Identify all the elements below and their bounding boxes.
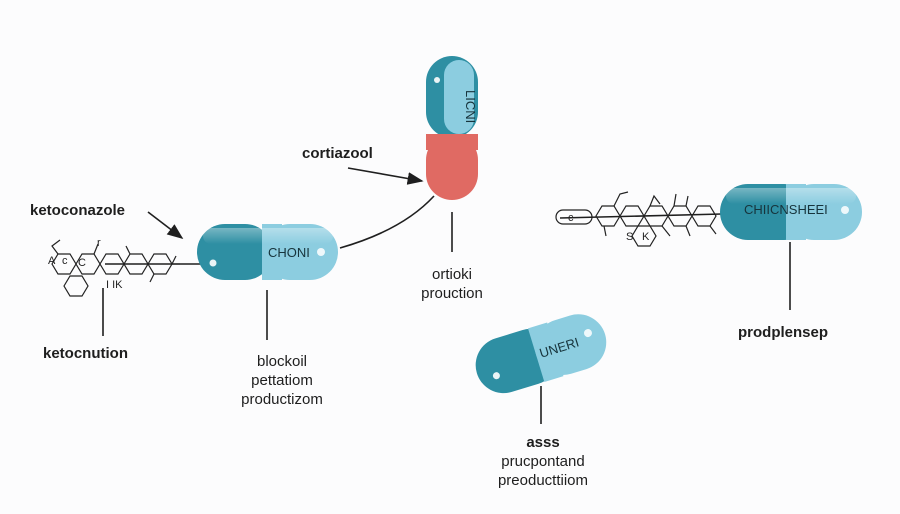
molecule-left-atom-a: A <box>48 255 56 267</box>
molecule-left-atom-r: r <box>97 237 101 249</box>
capsule-left[interactable]: CHONI <box>197 224 338 280</box>
bond-right-molecule-to-capsule <box>559 213 723 219</box>
arrow-cortiazool <box>347 167 424 185</box>
label-blockoil-line2: pettatiom <box>251 372 313 389</box>
label-prodplensep: prodplensep <box>738 324 829 341</box>
capsule-left-label: CHONI <box>268 245 310 260</box>
molecule-left-sub: I IK <box>106 279 123 291</box>
capsule-right-label: CHIICNSHEEI <box>744 202 828 217</box>
molecule-left-atom-c2: C <box>78 257 86 269</box>
link-left-to-top <box>339 195 435 249</box>
label-ortioki-line1: ortioki <box>431 266 472 283</box>
molecule-left <box>51 239 180 297</box>
molecule-right-atom-c: c <box>568 212 574 224</box>
capsule-bottom[interactable]: UNERI <box>469 307 614 400</box>
capsule-top-label: LICNI <box>463 90 478 123</box>
label-ortioki-line2: prouction <box>421 285 483 302</box>
molecule-right-atom-s: S <box>626 231 633 243</box>
label-blockoil-line3: productizom <box>241 391 323 408</box>
connectors <box>102 167 791 424</box>
arrow-ketoconazole <box>147 211 184 239</box>
label-asss: asss prucpontand preoducttiiom <box>478 433 608 490</box>
capsule-top[interactable]: LICNI <box>426 56 478 200</box>
label-asss-line3: preoducttiiom <box>497 472 589 489</box>
label-blockoil-line1: blockoil <box>256 353 308 370</box>
label-ketoconazole: ketoconazole <box>30 202 126 219</box>
label-asss-line2: prucpontand <box>501 453 585 470</box>
label-blockoil: blockoil pettatiom productizom <box>222 352 342 409</box>
capsule-right[interactable]: CHIICNSHEEI <box>720 184 862 240</box>
label-ketocnution: ketocnution <box>43 345 128 362</box>
label-ortioki: ortioki prouction <box>402 265 502 303</box>
label-asss-line1: asss <box>526 434 560 451</box>
molecule-right <box>555 191 717 247</box>
molecule-right-atom-k: K <box>642 231 650 243</box>
label-cortiazool: cortiazool <box>302 145 373 162</box>
molecule-left-atom-c: c <box>62 255 68 267</box>
